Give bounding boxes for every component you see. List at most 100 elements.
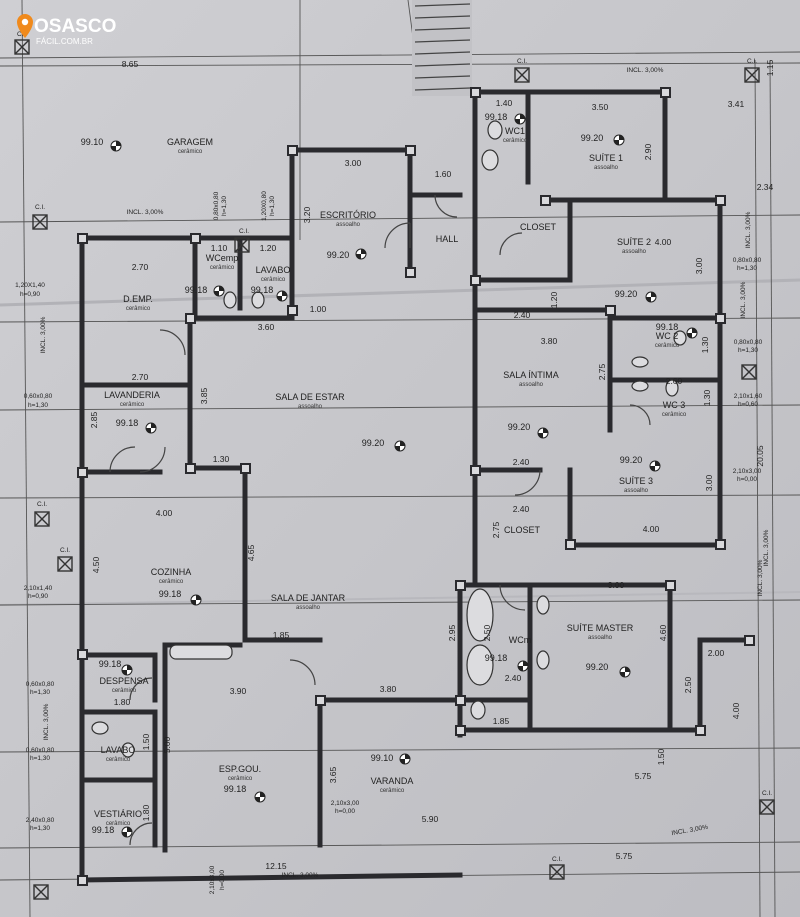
dimension-label: 3.00 xyxy=(694,257,704,274)
annotation-label: INCL. 3,00% xyxy=(757,559,764,596)
osasco-facil-logo: OSASCO FÁCIL.COM.BR xyxy=(17,14,116,46)
paper-fold xyxy=(0,278,800,307)
room-level: 99.18 xyxy=(485,653,508,663)
dimension-label: 1.30 xyxy=(702,389,712,406)
level-marker-icon xyxy=(121,826,133,838)
room-name: WCm xyxy=(509,635,532,645)
room-finish: cerâmico xyxy=(126,306,151,312)
dimension-label: 3.80 xyxy=(380,684,397,694)
dimension-label: 4.00 xyxy=(655,237,672,247)
room-level: 99.18 xyxy=(485,112,508,122)
window-spec: h=1,30 xyxy=(30,825,50,832)
window-spec: 0,60x0,80 xyxy=(26,681,55,688)
dimension-label: 1.10 xyxy=(211,243,228,253)
room-name: CLOSET xyxy=(520,222,557,232)
dimension-label: 3.20 xyxy=(302,206,312,223)
dimension-label: 3.60 xyxy=(258,322,275,332)
dimension-label: 1.30 xyxy=(213,454,230,464)
window-spec: 0,60x0,80 xyxy=(24,393,53,400)
level-marker-icon xyxy=(649,460,661,472)
room-finish: assoalho xyxy=(624,488,649,494)
dimension-label: 5.75 xyxy=(635,771,652,781)
dimension-label: 3.90 xyxy=(230,686,247,696)
room-finish: cerâmico xyxy=(106,821,131,827)
dimension-label: 2.00 xyxy=(708,648,725,658)
room-name: ESCRITÓRIO xyxy=(320,210,376,220)
window-spec: h=0,00 xyxy=(737,476,757,483)
dimension-label: 3.00 xyxy=(608,580,625,590)
room-level: 99.10 xyxy=(371,753,394,763)
doors xyxy=(109,194,651,846)
level-marker-icon xyxy=(145,422,157,434)
dimension-label: 2.40 xyxy=(505,673,522,683)
window-spec: h=0,90 xyxy=(20,291,40,298)
room-finish: assoalho xyxy=(519,382,544,388)
dimension-label: 1.20 xyxy=(260,243,277,253)
window-spec: 2,10x3,00 xyxy=(209,865,216,894)
dimension-label: 12.15 xyxy=(265,861,287,871)
window-spec: h=0,60 xyxy=(738,401,758,408)
annotation-label: INCL. 3,00% xyxy=(627,67,664,74)
dimension-label: 2.34 xyxy=(757,182,774,192)
annotation-label: C.I. xyxy=(17,31,27,38)
room-finish: assoalho xyxy=(594,165,619,171)
room-name: WC1 xyxy=(505,126,525,136)
dimension-label: 2.60 xyxy=(666,376,683,386)
level-marker-icon xyxy=(619,666,631,678)
window-spec: 0,80x0,80 xyxy=(733,257,762,264)
window-spec: h=1,30 xyxy=(269,196,276,216)
window-spec: 0,80x0,80 xyxy=(734,339,763,346)
sanitary-fixtures xyxy=(91,120,687,758)
room-level: 99.18 xyxy=(224,784,247,794)
annotation-label: C.I. xyxy=(747,58,757,65)
dimension-label: 3.50 xyxy=(592,102,609,112)
annotation-label: C.I. xyxy=(762,790,772,797)
level-marker-icon xyxy=(121,664,133,676)
room-finish: cerâmico xyxy=(228,776,253,782)
room-name: LAVABO xyxy=(256,265,291,275)
level-marker-icon xyxy=(686,327,698,339)
dimension-label: 4.00 xyxy=(731,702,741,719)
room-name: SALA DE ESTAR xyxy=(275,392,345,402)
room-name: SUÍTE 1 xyxy=(589,153,623,163)
room-level: 99.20 xyxy=(581,133,604,143)
dimension-label: 8.65 xyxy=(122,59,139,69)
annotation-label: C.I. xyxy=(239,228,249,235)
window-spec: 2,10x3,00 xyxy=(331,800,360,807)
room-level: 99.18 xyxy=(116,418,139,428)
dimension-label: 4.65 xyxy=(246,544,256,561)
dimension-label: 4.60 xyxy=(658,624,668,641)
room-finish: cerâmico xyxy=(120,402,145,408)
dimension-label: 3.85 xyxy=(199,387,209,404)
level-marker-icon xyxy=(394,440,406,452)
dimension-label: 1.00 xyxy=(310,304,327,314)
room-name: SALA ÍNTIMA xyxy=(503,370,559,380)
room-level: 99.20 xyxy=(362,438,385,448)
annotation-label: INCL. 3,00% xyxy=(763,529,770,566)
room-level: 99.10 xyxy=(81,137,104,147)
room-finish: cerâmico xyxy=(655,343,680,349)
room-finish: assoalho xyxy=(298,404,323,410)
window-spec: h=1,30 xyxy=(28,402,48,409)
room-finish: cerâmico xyxy=(210,265,235,271)
room-name: SUÍTE 2 xyxy=(617,237,651,247)
logo-brand: OSASCO xyxy=(34,16,116,37)
room-name: D.EMP. xyxy=(123,294,153,304)
annotation-label: C.I. xyxy=(552,856,562,863)
dimension-label: 2.90 xyxy=(643,143,653,160)
level-marker-icon xyxy=(276,290,288,302)
level-marker-icon xyxy=(537,427,549,439)
level-marker-icon xyxy=(355,248,367,260)
window-spec: 1,20X1,40 xyxy=(15,282,45,289)
dimension-label: 1.20 xyxy=(549,291,559,308)
room-level: 99.20 xyxy=(508,422,531,432)
window-spec: h=1,30 xyxy=(30,689,50,696)
window-spec: 2,10x1,60 xyxy=(734,393,763,400)
dimension-label: 5.90 xyxy=(422,814,439,824)
room-name: HALL xyxy=(436,234,459,244)
level-marker-icon xyxy=(514,113,526,125)
window-spec: h=1,30 xyxy=(221,196,228,216)
